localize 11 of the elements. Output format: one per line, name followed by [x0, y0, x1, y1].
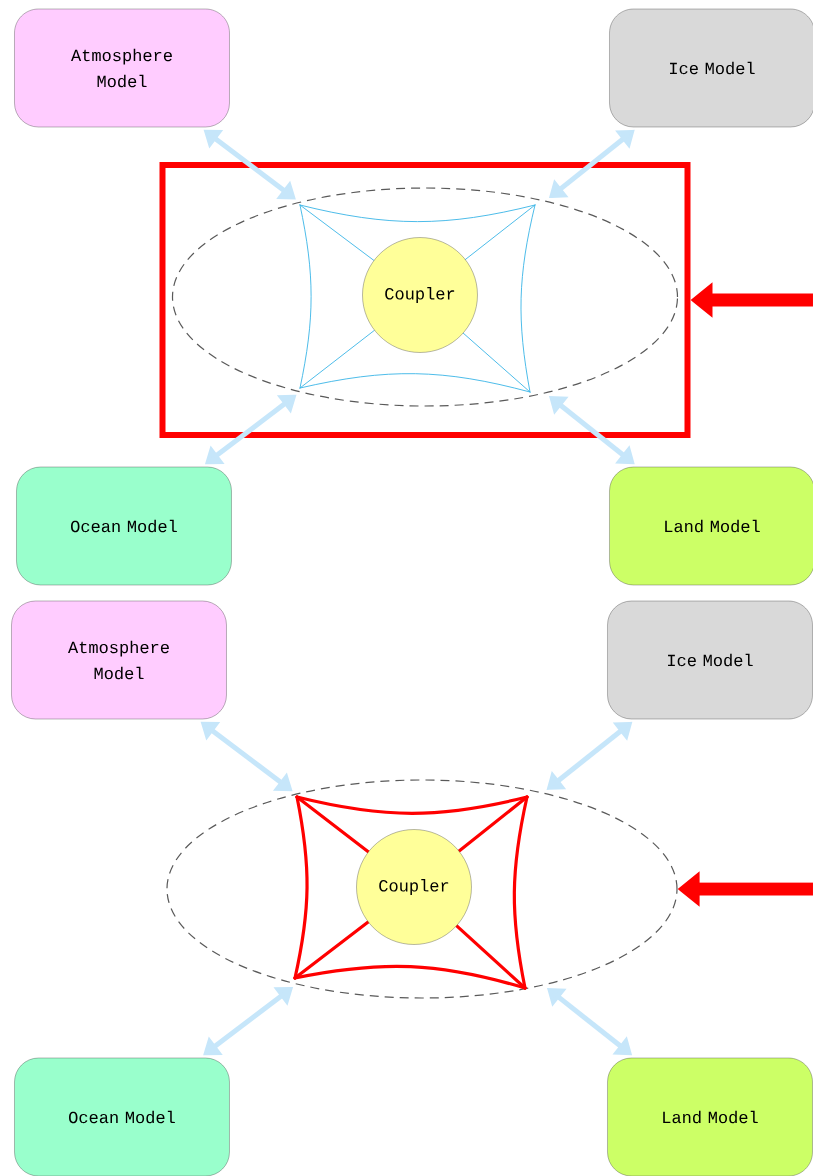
- model-box: Atmosphere Model: [14, 8, 230, 128]
- model-box: Ice Model: [607, 600, 813, 720]
- dashed-ellipse: [171, 187, 679, 407]
- dashed-ellipse: [166, 779, 678, 999]
- model-box: Atmosphere Model: [11, 600, 227, 720]
- model-box: Ocean Model: [16, 466, 232, 586]
- highlight-frame: [159, 162, 691, 438]
- model-box: Land Model: [607, 1057, 813, 1176]
- model-box: Land Model: [609, 466, 813, 586]
- model-box: Ice Model: [609, 8, 813, 128]
- model-box: Ocean Model: [14, 1057, 230, 1176]
